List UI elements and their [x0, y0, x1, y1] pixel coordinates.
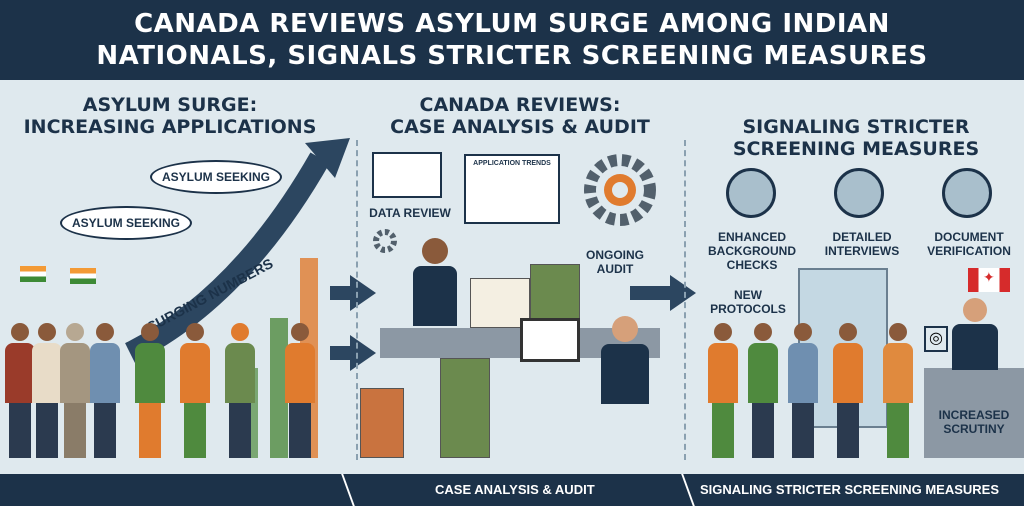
thought-bubble: ASYLUM SEEKING — [60, 206, 193, 240]
label-new-protocols: NEW PROTOCOLS — [710, 288, 786, 316]
border-officer — [950, 298, 1000, 378]
measure-background-checks: ENHANCED BACKGROUND CHECKS — [708, 230, 796, 272]
flow-arrow — [330, 286, 350, 300]
measure-interviews: DETAILED INTERVIEWS — [824, 230, 900, 258]
computer-monitor — [520, 318, 580, 362]
chevron-icon — [669, 474, 695, 506]
thought-bubble: ASYLUM SEEKING — [150, 160, 283, 194]
background-check-icon — [726, 168, 776, 218]
india-flag-icon — [20, 266, 46, 282]
label-ongoing-audit: ONGOING AUDIT — [585, 248, 644, 276]
queue-of-people — [0, 308, 340, 458]
canada-flag-icon: ✦ — [968, 268, 1010, 292]
data-review-monitor-icon — [372, 152, 442, 198]
small-gear-icon — [373, 229, 397, 253]
surge-arrow-icon — [125, 138, 350, 363]
label-increased-scrutiny: INCREASED SCRUTINY — [938, 408, 1010, 436]
measure-document-verification: DOCUMENT VERIFICATION — [927, 230, 1011, 258]
footer-step-case-analysis: CASE ANALYSIS & AUDIT — [435, 482, 595, 497]
panel-asylum-surge: ASYLUM SURGE:INCREASING APPLICATIONS ASY… — [0, 88, 350, 458]
flow-arrow — [330, 346, 350, 360]
document-verification-icon — [942, 168, 992, 218]
applicants-in-line — [688, 308, 928, 458]
india-flag-icon — [70, 268, 96, 284]
screening-counter — [924, 368, 1024, 458]
chevron-icon — [329, 474, 355, 506]
document-stack — [440, 358, 490, 458]
flow-arrow — [630, 286, 670, 300]
label-data-review: DATA REVIEW — [369, 206, 451, 220]
label-application-trends: APPLICATION TRENDS — [473, 160, 551, 167]
officer-figure — [600, 316, 650, 426]
fingerprint-icon: ◎ — [924, 326, 948, 352]
page-title: CANADA REVIEWS ASYLUM SURGE AMONG INDIAN… — [0, 0, 1024, 80]
panel-canada-reviews: CANADA REVIEWS:CASE ANALYSIS & AUDIT DAT… — [360, 88, 680, 458]
title-line-1: CANADA REVIEWS ASYLUM SURGE AMONG INDIAN — [134, 9, 890, 39]
progress-footer: CASE ANALYSIS & AUDIT SIGNALING STRICTER… — [0, 474, 1024, 506]
flow-arrow-icon — [350, 335, 376, 371]
divider — [684, 140, 686, 460]
gear-icon — [584, 154, 656, 226]
interview-icon — [834, 168, 884, 218]
flow-arrow-icon — [670, 275, 696, 311]
document-stack — [360, 388, 404, 458]
analyst-figure — [410, 238, 460, 328]
panel-heading: ASYLUM SURGE:INCREASING APPLICATIONS — [23, 94, 317, 138]
divider — [356, 140, 358, 460]
panel-heading: CANADA REVIEWS:CASE ANALYSIS & AUDIT — [390, 94, 650, 138]
title-line-2: NATIONALS, SIGNALS STRICTER SCREENING ME… — [96, 41, 928, 71]
footer-step-screening: SIGNALING STRICTER SCREENING MEASURES — [700, 482, 1000, 497]
flow-arrow-icon — [350, 275, 376, 311]
application-trends-chart: APPLICATION TRENDS — [464, 154, 560, 224]
